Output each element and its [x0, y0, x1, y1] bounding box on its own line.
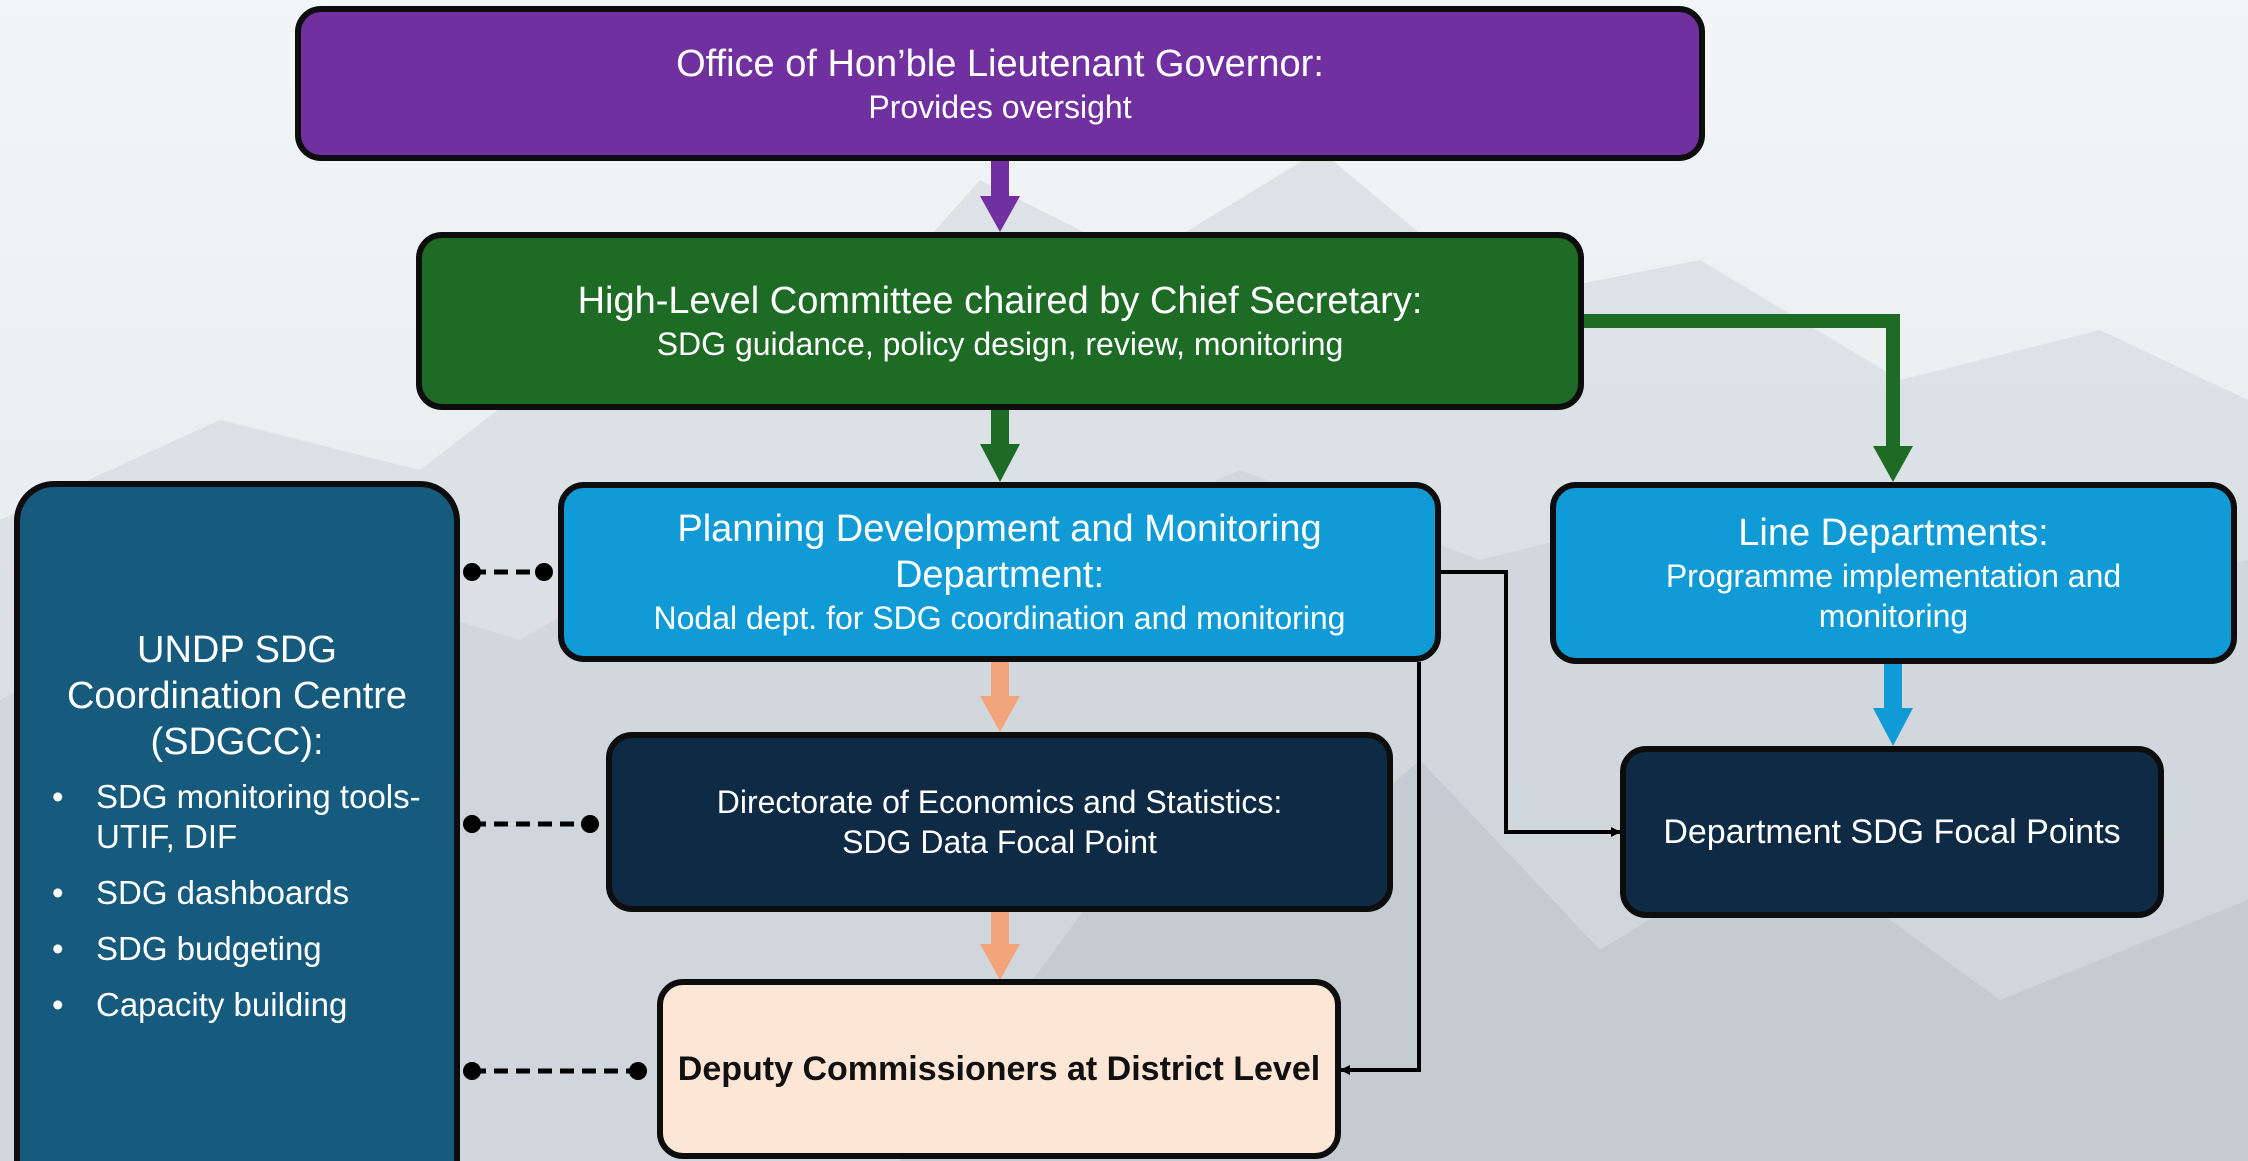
line-departments-box: Line Departments: Programme implementati…	[1550, 482, 2237, 664]
arrow-planning-to-commissioners	[1340, 662, 1421, 1075]
bullet-text-line1: Capacity building	[96, 986, 348, 1023]
lieutenant-governor-subtitle: Provides oversight	[868, 88, 1132, 125]
arrow-committee-to-planning	[980, 408, 1020, 482]
dashed-link-undp-commissioners	[463, 1062, 647, 1080]
bullet-item: • SDG dashboards	[38, 873, 444, 913]
bullet-item: • SDG monitoring tools- UTIF, DIF	[38, 777, 444, 857]
high-level-committee-title: High-Level Committee chaired by Chief Se…	[577, 280, 1423, 322]
planning-department-title-line1: Planning Development and Monitoring	[677, 508, 1322, 550]
undp-centre-title-line3: (SDGCC):	[150, 721, 324, 763]
bullet-item: • SDG budgeting	[38, 929, 444, 969]
arrow-planning-to-directorate	[980, 660, 1020, 732]
department-focal-points-title: Department SDG Focal Points	[1663, 813, 2121, 851]
bullet-item: • Capacity building	[38, 985, 444, 1025]
line-departments-subtitle-line2: monitoring	[1818, 598, 1969, 634]
line-departments-title: Line Departments:	[1738, 512, 2049, 554]
dashed-link-undp-directorate	[463, 815, 599, 833]
directorate-title: Directorate of Economics and Statistics:	[716, 784, 1283, 820]
bullet-text-line2: UTIF, DIF	[96, 818, 238, 855]
arrow-planning-to-focal-points	[1441, 570, 1621, 837]
bullet-icon: •	[52, 874, 64, 911]
bullet-icon: •	[52, 778, 64, 815]
deputy-commissioners-box: Deputy Commissioners at District Level	[657, 979, 1341, 1159]
high-level-committee-box: High-Level Committee chaired by Chief Se…	[416, 232, 1584, 410]
planning-department-box: Planning Development and Monitoring Depa…	[558, 482, 1441, 662]
bullet-text-line1: SDG budgeting	[96, 930, 322, 967]
arrow-governor-to-committee	[980, 158, 1020, 232]
bullet-text-line1: SDG monitoring tools-	[96, 778, 421, 815]
department-focal-points-box: Department SDG Focal Points	[1620, 746, 2164, 918]
high-level-committee-subtitle: SDG guidance, policy design, review, mon…	[656, 326, 1344, 362]
lieutenant-governor-box: Office of Hon’ble Lieutenant Governor: P…	[295, 6, 1705, 161]
deputy-commissioners-title: Deputy Commissioners at District Level	[677, 1050, 1321, 1088]
planning-department-subtitle: Nodal dept. for SDG coordination and mon…	[653, 600, 1346, 636]
directorate-subtitle: SDG Data Focal Point	[842, 824, 1157, 860]
bullet-icon: •	[52, 930, 64, 967]
undp-centre-bullet-list: • SDG monitoring tools- UTIF, DIF • SDG …	[20, 777, 454, 1041]
planning-department-title-line2: Department:	[894, 554, 1105, 596]
bullet-text-line1: SDG dashboards	[96, 874, 350, 911]
undp-centre-box: UNDP SDG Coordination Centre (SDGCC): • …	[14, 481, 460, 1161]
undp-centre-title-line2: Coordination Centre	[66, 675, 408, 717]
directorate-box: Directorate of Economics and Statistics:…	[606, 732, 1393, 912]
line-departments-subtitle-line1: Programme implementation and	[1665, 558, 2122, 594]
arrow-committee-to-line-departments	[1584, 314, 1913, 482]
arrow-line-departments-to-focal-points	[1873, 660, 1913, 746]
arrow-directorate-to-commissioners	[980, 908, 1020, 980]
lieutenant-governor-title: Office of Hon’ble Lieutenant Governor:	[676, 42, 1324, 85]
undp-centre-title-line1: UNDP SDG	[137, 629, 337, 671]
dashed-link-undp-planning	[463, 563, 553, 581]
bullet-icon: •	[52, 986, 64, 1023]
